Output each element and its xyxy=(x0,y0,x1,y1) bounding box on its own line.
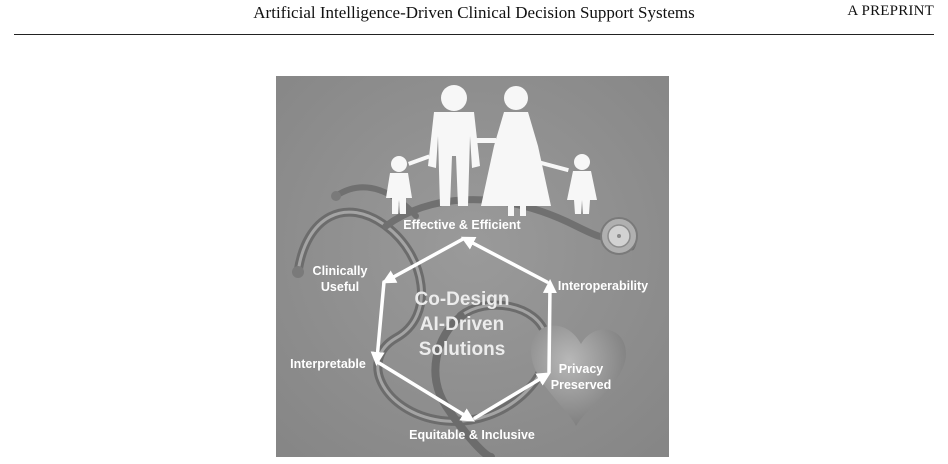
label-clinically: Clinically xyxy=(313,264,368,278)
label-useful: Useful xyxy=(321,280,359,294)
family-cutout-illustration xyxy=(386,85,597,216)
stethoscope-eartips xyxy=(292,191,341,278)
arrow-top-to-upper-left xyxy=(381,237,465,284)
arrow-upper-right-to-top xyxy=(460,236,549,284)
heart-illustration xyxy=(531,325,626,426)
center-line-2: AI-Driven xyxy=(420,314,504,335)
label-preserved: Preserved xyxy=(551,378,611,392)
running-title: Artificial Intelligence-Driven Clinical … xyxy=(253,3,695,22)
header-rule xyxy=(14,34,934,35)
co-design-figure: Co-Design AI-Driven Solutions Effective … xyxy=(276,76,669,457)
center-line-1: Co-Design xyxy=(415,289,510,310)
label-effective-efficient: Effective & Efficient xyxy=(403,218,521,232)
label-interoperability: Interoperability xyxy=(558,279,648,293)
arrow-upper-left-to-lower-left xyxy=(370,280,386,366)
figure-illustration: Co-Design AI-Driven Solutions Effective … xyxy=(276,76,669,457)
center-line-3: Solutions xyxy=(419,339,506,360)
label-interpretable: Interpretable xyxy=(290,357,366,371)
stethoscope-chestpiece xyxy=(600,217,638,255)
page-header: Artificial Intelligence-Driven Clinical … xyxy=(0,0,948,44)
label-equitable-inclusive: Equitable & Inclusive xyxy=(409,428,535,442)
label-privacy: Privacy xyxy=(559,362,604,376)
preprint-badge: A PREPRINT xyxy=(847,3,934,19)
arrow-bottom-to-lower-right xyxy=(473,372,552,420)
arrow-lower-left-to-bottom xyxy=(377,361,475,422)
arrow-lower-right-to-upper-right xyxy=(542,279,557,374)
hexagon-cycle-arrows xyxy=(370,236,557,422)
